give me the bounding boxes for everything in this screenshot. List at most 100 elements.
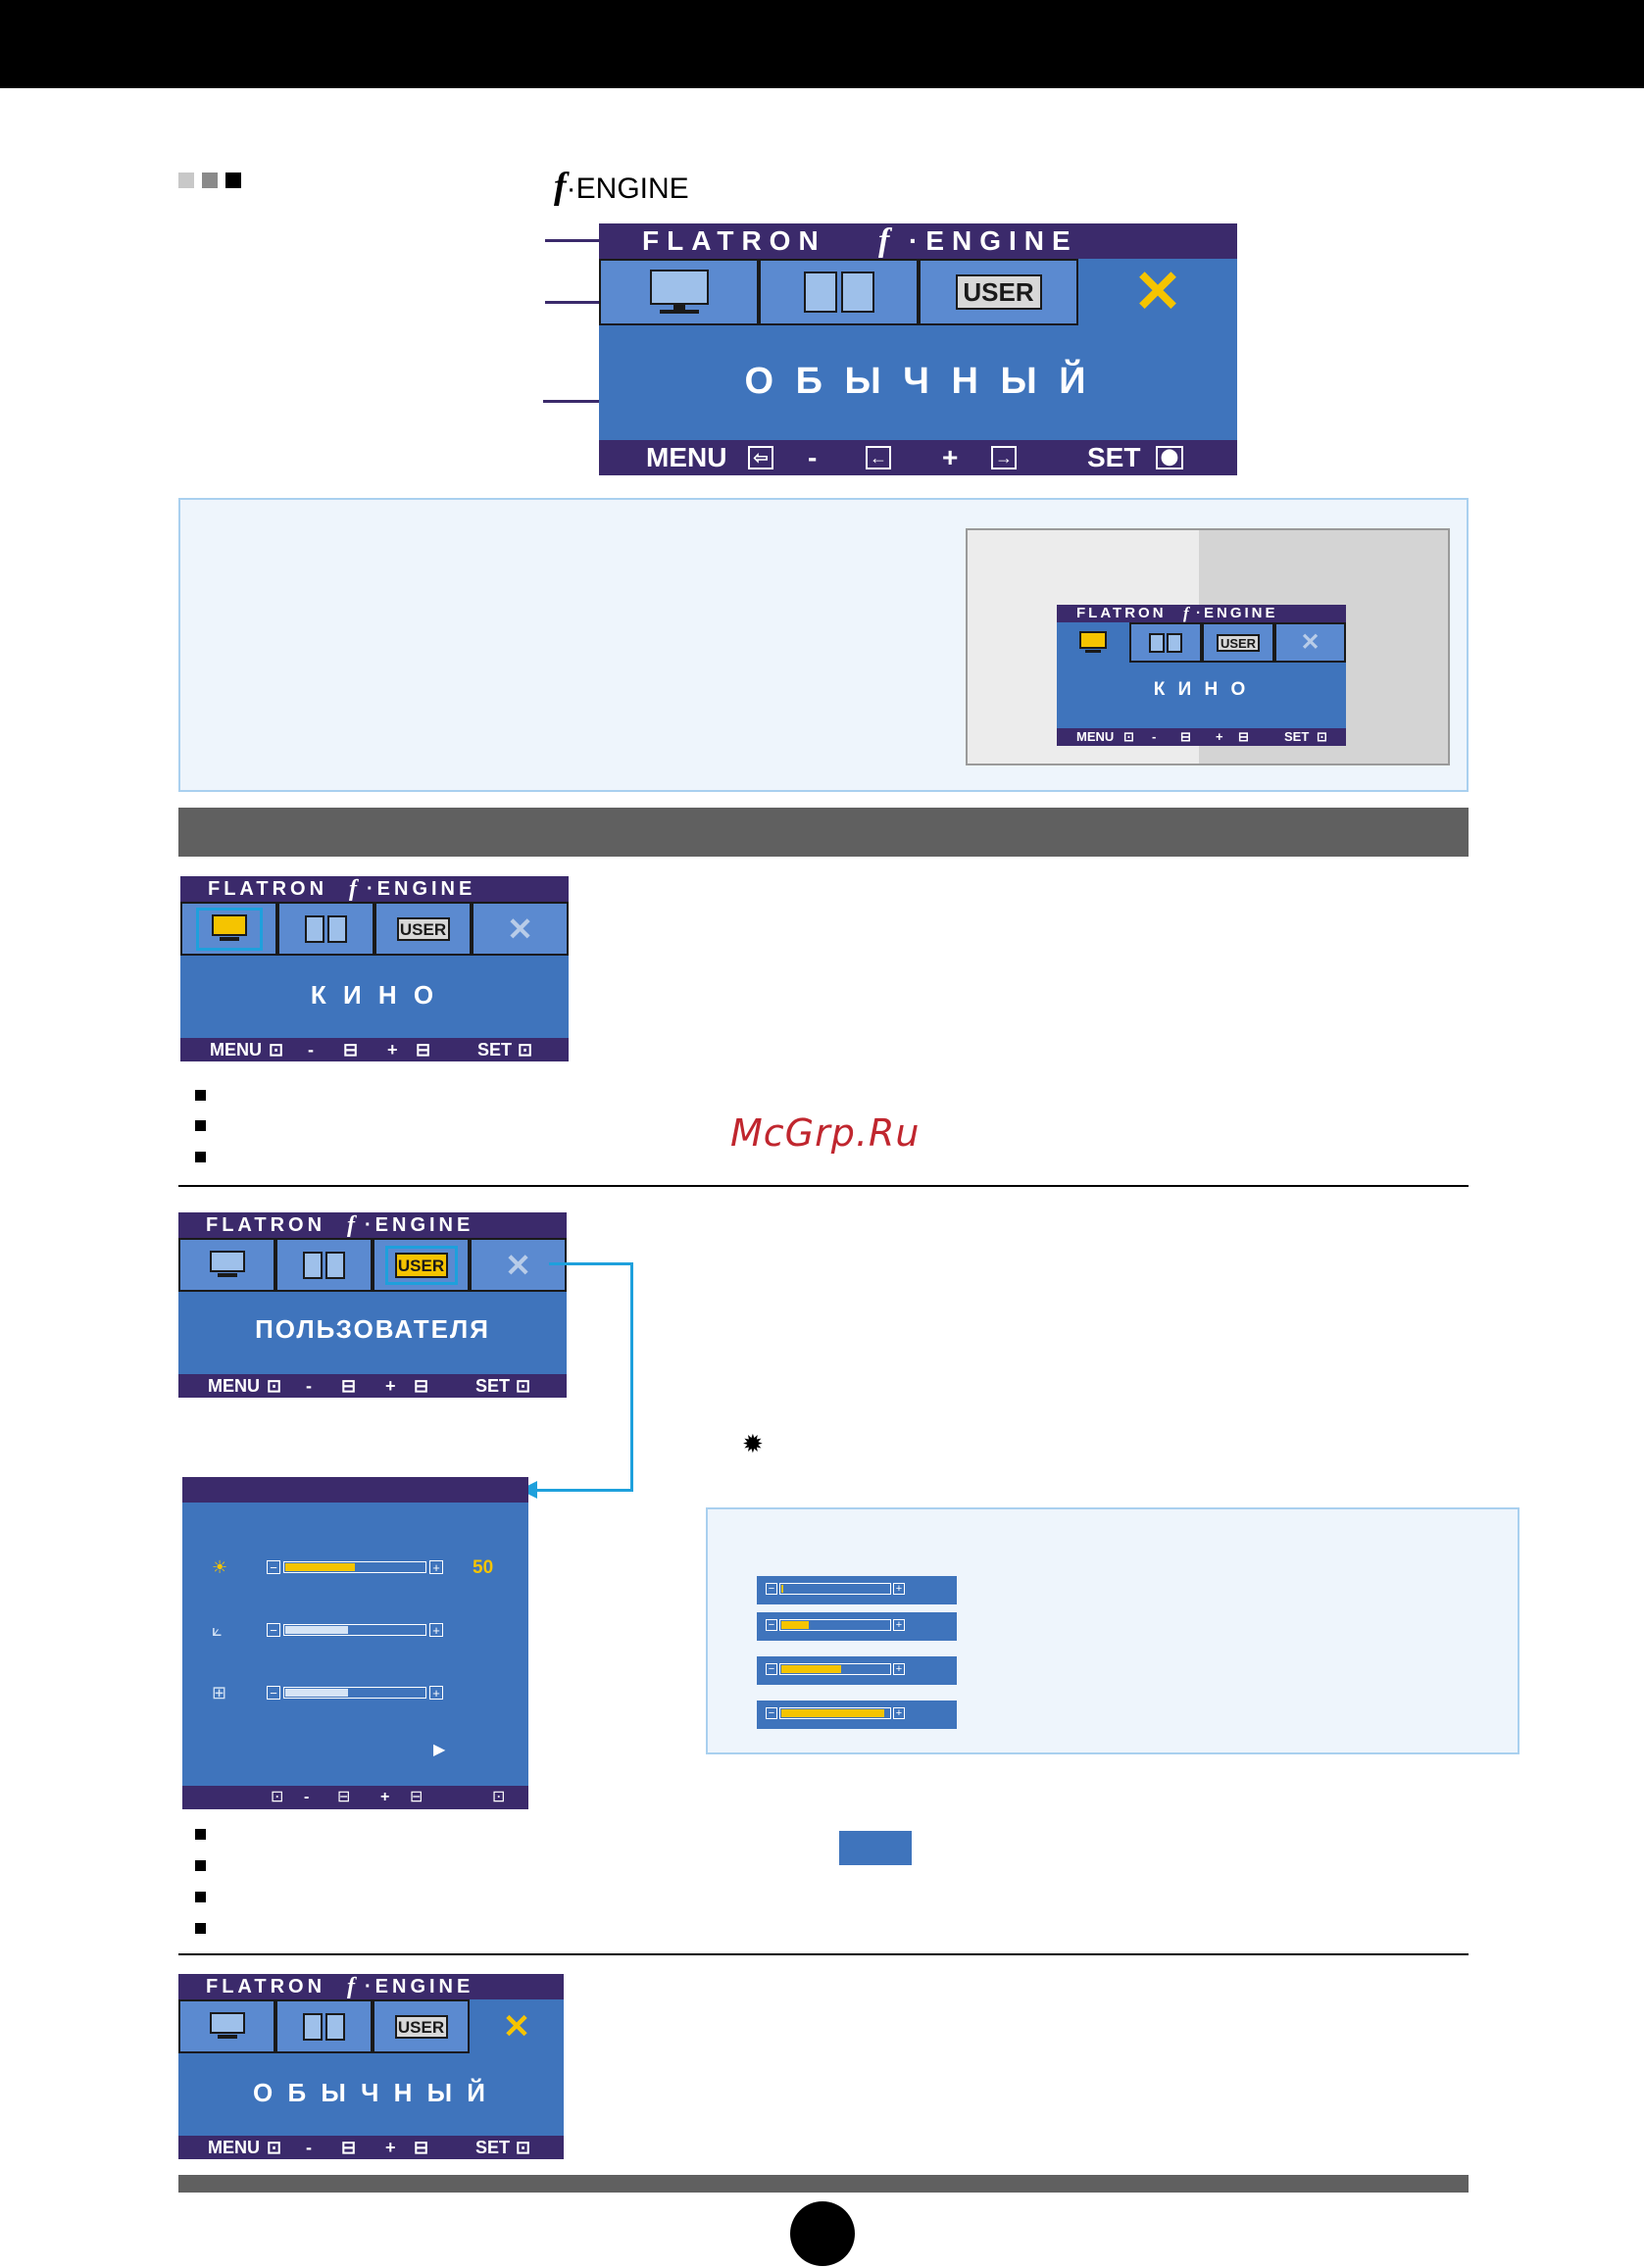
footer-left-icon: ⊟: [341, 1376, 357, 1396]
mode-user-button[interactable]: USER: [919, 259, 1078, 325]
footer-set-icon: ⊡: [516, 2138, 531, 2157]
connector-line: [549, 1262, 633, 1265]
book-icon: [305, 914, 347, 943]
section-marker-light: [178, 173, 194, 188]
osd-preview: FLATRON f ·ENGINE USER ✕ К И Н О MENU ⊡ …: [1057, 605, 1346, 746]
footer-menu-icon: ⊡: [267, 1376, 282, 1396]
connector-line: [630, 1262, 633, 1492]
osd-engine-text: ·ENGINE: [909, 225, 1078, 256]
connector-line: [534, 1489, 633, 1492]
mode-user-button[interactable]: USER: [373, 1999, 470, 2053]
footer-plus-label: +: [942, 442, 959, 472]
bullet: [195, 1152, 206, 1162]
divider: [178, 1953, 1469, 1955]
mode-user-button[interactable]: USER: [1202, 622, 1274, 663]
exit-x-icon: ✕: [502, 2007, 531, 2046]
footer-set-icon: ⊡: [1317, 729, 1327, 744]
level-example-bar: −+: [757, 1612, 957, 1641]
footer-right-icon: ⊟: [416, 1040, 431, 1060]
exit-x-icon: ✕: [505, 1247, 531, 1283]
exit-button[interactable]: ✕: [1274, 622, 1346, 663]
book-icon: [303, 2012, 345, 2041]
osd-large: FLATRON f ·ENGINE USER ✕ О Б Ы Ч Н Ы Й M…: [599, 223, 1237, 475]
footer-minus-label: -: [304, 1789, 310, 1805]
monitor-icon: [209, 1250, 245, 1280]
top-bar: [0, 0, 1644, 88]
user-label-icon: USER: [394, 1252, 448, 1278]
callout-line-mode: [543, 400, 600, 403]
user-label-icon: USER: [1217, 633, 1260, 652]
bullet: [195, 1090, 206, 1101]
mode-text-button[interactable]: [277, 902, 374, 956]
book-icon: [803, 271, 874, 313]
mode-user-button[interactable]: USER: [373, 1238, 470, 1292]
footer-left-icon: ⊟: [1180, 729, 1191, 744]
mode-text-button[interactable]: [759, 259, 919, 325]
footer-right-icon: ⊟: [410, 1789, 423, 1805]
footer-right-icon: ⊟: [414, 1376, 429, 1396]
mode-movie-button[interactable]: [1057, 622, 1129, 663]
osd-movie: FLATRON f ·ENGINE USER ✕ К И Н О MENU ⊡ …: [180, 876, 569, 1061]
page-number-badge: [790, 2201, 855, 2266]
mode-text-button[interactable]: [1129, 622, 1202, 663]
brightness-value: 50: [473, 1557, 494, 1578]
osd-user: FLATRON f ·ENGINE USER ✕ ПОЛЬЗОВАТЕЛЯ ME…: [178, 1212, 567, 1398]
color-swatch: [839, 1831, 912, 1865]
saturation-icon: ⊞: [212, 1683, 227, 1702]
footer-menu-icon: ⊡: [1123, 729, 1134, 744]
section-header-bar: [178, 808, 1469, 857]
exit-x-icon: ✕: [1300, 628, 1320, 656]
mode-normal-button[interactable]: [178, 1238, 275, 1292]
osd-mode-label: О Б Ы Ч Н Ы Й: [253, 2078, 489, 2107]
footer-minus-label: -: [808, 442, 818, 472]
user-label-icon: USER: [396, 916, 450, 941]
bottom-bar: [178, 2175, 1469, 2193]
mode-text-button[interactable]: [275, 1238, 373, 1292]
footer-down-icon: ⊡: [492, 1789, 506, 1805]
callout-line-title: [545, 239, 600, 242]
footer-menu-label: MENU: [646, 442, 727, 472]
brightness-sun-icon: ✹: [742, 1429, 764, 1458]
footer-menu-icon: ⊡: [269, 1040, 284, 1060]
watermark: McGrp.Ru: [730, 1111, 921, 1155]
osd-mode-label: ПОЛЬЗОВАТЕЛЯ: [255, 1314, 490, 1344]
osd-normal: FLATRON f ·ENGINE USER ✕ О Б Ы Ч Н Ы Й M…: [178, 1974, 564, 2159]
user-label-icon: USER: [955, 274, 1042, 310]
exit-button[interactable]: ✕: [1078, 259, 1237, 325]
mode-movie-button[interactable]: [180, 902, 277, 956]
footer-left-icon: ⊟: [337, 1789, 351, 1805]
book-icon: [1149, 632, 1182, 653]
sharpness-slider[interactable]: −+: [267, 1623, 443, 1639]
osd-mode-label: К И Н О: [310, 980, 439, 1010]
footer-menu-icon: ⊡: [271, 1789, 284, 1805]
section-marker-mid: [202, 173, 218, 188]
footer-right-icon: ⊟: [1238, 729, 1249, 744]
mode-normal-button[interactable]: [178, 1999, 275, 2053]
exit-button[interactable]: ✕: [470, 1999, 564, 2053]
submenu-arrow-icon[interactable]: ▶: [433, 1742, 446, 1758]
level-example-bar: −+: [757, 1656, 957, 1685]
mode-normal-button[interactable]: [599, 259, 759, 325]
level-example-bar: −+: [757, 1701, 957, 1729]
monitor-icon: [1079, 630, 1107, 655]
bullet: [195, 1923, 206, 1934]
bullet: [195, 1860, 206, 1871]
footer-set-icon: ⊡: [518, 1040, 533, 1060]
section-marker-dark: [225, 173, 241, 188]
saturation-slider[interactable]: −+: [267, 1686, 443, 1701]
osd-brand: FLATRON: [642, 225, 826, 256]
divider: [178, 1185, 1469, 1187]
monitor-icon: [211, 913, 247, 944]
exit-button[interactable]: ✕: [472, 902, 569, 956]
footer-left-icon: ⊟: [343, 1040, 359, 1060]
osd-mode-label: К И Н О: [1153, 679, 1250, 700]
callout-line-icons: [545, 301, 600, 304]
sharpness-icon: ⟀: [212, 1620, 223, 1640]
monitor-icon: [649, 270, 709, 315]
mode-text-button[interactable]: [275, 1999, 373, 2053]
bullet: [195, 1829, 206, 1840]
exit-x-icon: ✕: [1132, 259, 1183, 324]
level-example-bar: −+: [757, 1576, 957, 1604]
brightness-slider[interactable]: −+: [267, 1560, 443, 1576]
mode-user-button[interactable]: USER: [374, 902, 472, 956]
